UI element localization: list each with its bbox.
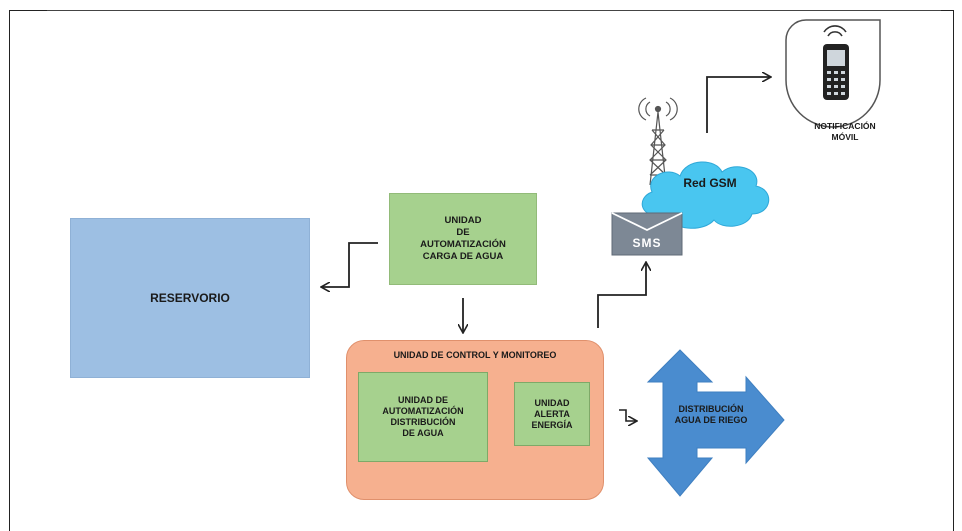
water-distribution-automation-unit: UNIDAD DE AUTOMATIZACIÓN DISTRIBUCIÓN DE… (358, 372, 488, 462)
frame-top-left (9, 10, 47, 11)
mobile-notification-label: NOTIFICACIÓN MÓVIL (814, 121, 876, 142)
arrow-control-to-sms (597, 263, 646, 328)
gsm-network-label: Red GSM (683, 176, 737, 190)
energy-alert-unit: UNIDAD ALERTA ENERGÍA (514, 382, 590, 446)
water-load-automation-unit: UNIDAD DE AUTOMATIZACIÓN CARGA DE AGUA (389, 193, 537, 285)
page-frame (9, 10, 954, 531)
frame-top (47, 10, 941, 11)
arrow-carga-to-reservorio (322, 242, 378, 287)
envelope-icon (611, 212, 683, 256)
arrow-gsm-to-phone (706, 77, 770, 133)
irrigation-distribution-label: DISTRIBUCIÓN AGUA DE RIEGO (674, 404, 748, 425)
arrow-control-to-riego (619, 409, 636, 421)
reservoir-box: RESERVORIO (70, 218, 310, 378)
control-unit-title: UNIDAD DE CONTROL Y MONITOREO (393, 350, 557, 360)
frame-top-right (941, 10, 953, 11)
mobile-phone-icon (785, 19, 881, 128)
irrigation-arrow-shape (646, 349, 785, 497)
sms-label: SMS (632, 236, 662, 250)
